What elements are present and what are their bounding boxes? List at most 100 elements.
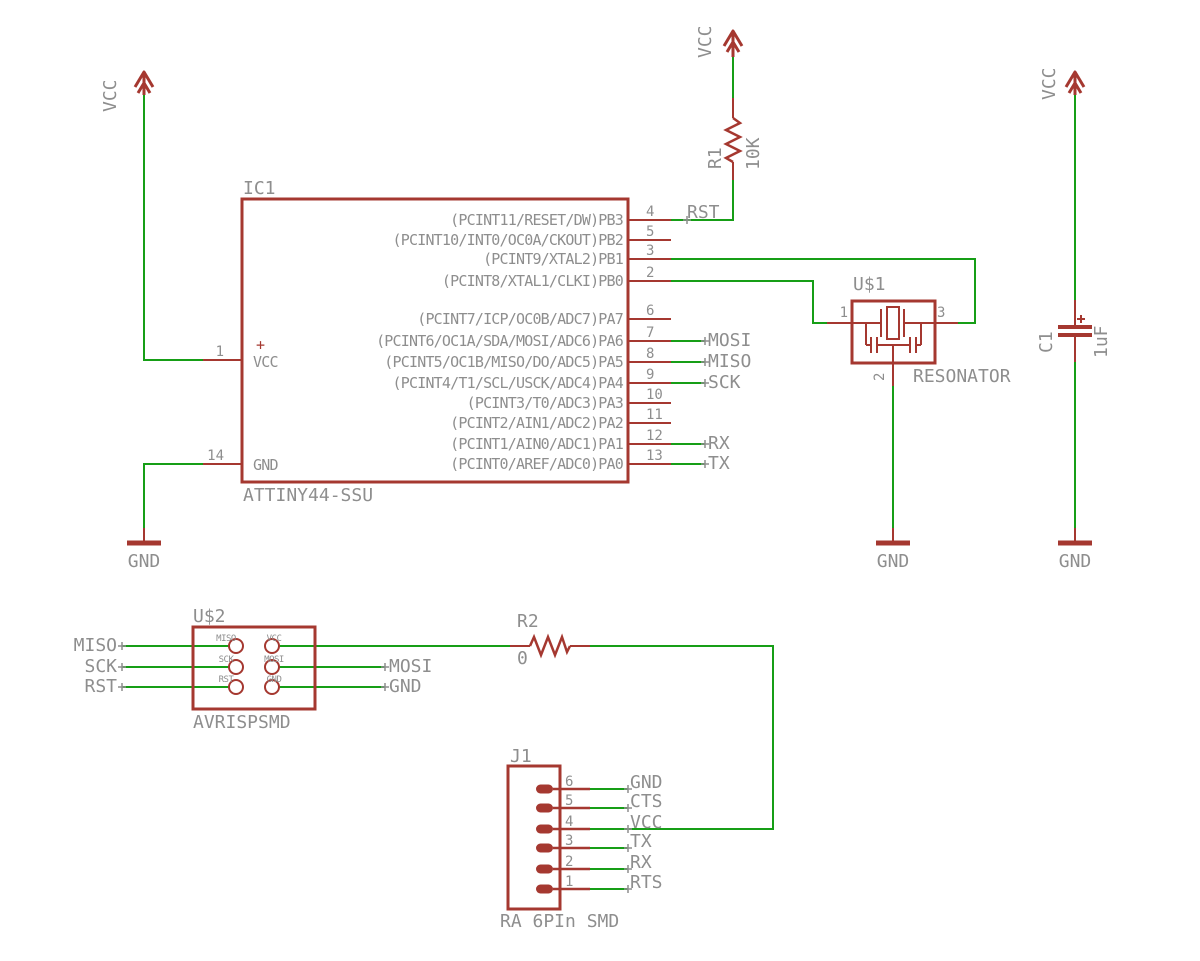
isp-body [191,625,317,711]
ic1-pin-number: 1 [216,344,224,360]
r2-zigzag [528,633,572,659]
power-symbols: VCC VCC VCC GND GND GND [100,25,1092,572]
net-label-sck-left: SCK [84,656,117,677]
isp-pad-label: MISO [216,634,236,644]
net-label-mosi-right: MOSI [389,656,432,677]
ic1-value: ATTINY44-SSU [243,485,373,506]
isp-pad-label: RST [219,675,235,685]
net-label-vcc: VCC [630,812,663,833]
r1-refdes: R1 [705,147,726,169]
ic1-pin-label: (PCINT7/ICP/OC0B/ADC7)PA7 [417,310,623,328]
resonator-refdes: U$1 [853,274,886,295]
ic1-pin-label: (PCINT4/T1/SCL/USCK/ADC4)PA4 [393,374,624,392]
ic1-refdes: IC1 [243,178,276,199]
vcc-label-left: VCC [100,79,121,112]
isp-pad-mosi [264,659,280,675]
resonator-pin-number: 1 [840,305,848,321]
ic1-pin-number: 12 [646,428,663,444]
ic1-pin-name-gnd: GND [253,456,278,474]
isp-pad-gnd [264,679,280,695]
component-r2: R2 0 [510,611,590,669]
ic1-pin-number: 6 [646,303,654,319]
vcc-arrow-left-icon [133,70,155,95]
ic1-pin-label: (PCINT2/AIN1/ADC2)PA2 [450,414,623,432]
net-label-sck: SCK [708,372,741,393]
ic1-pin-label: (PCINT3/T0/ADC3)PA3 [467,394,623,412]
ic1-pin-label: (PCINT8/XTAL1/CLKI)PB0 [442,272,624,290]
net-label-gnd: GND [630,772,663,793]
j1-pin-number: 3 [565,833,573,849]
net-label-tx: TX [630,831,652,852]
isp-value: AVRISPSMD [193,712,291,733]
j1-value: RA 6PIn SMD [500,911,619,932]
ic1-pin-label: (PCINT5/OC1B/MISO/DO/ADC5)PA5 [384,353,623,371]
c1-refdes: C1 [1036,331,1057,353]
gnd-label-right: GND [1059,551,1092,572]
net-label-rst: RST [687,202,720,223]
vcc-label-mid: VCC [695,25,716,58]
net-wires [118,57,1076,893]
r2-refdes: R2 [517,611,539,632]
ic1-pin-label: (PCINT6/OC1A/SDA/MOSI/ADC6)PA6 [376,332,624,350]
j1-pin-number: 1 [565,874,573,890]
j1-pad [536,824,553,834]
ic1-pin-number: 2 [646,265,654,281]
j1-pin-number: 4 [565,814,573,830]
ic1-pin-number: 10 [646,387,663,403]
ic1-pin-name-vcc: VCC [253,353,278,371]
component-isp-u2: U$2 AVRISPSMD MISO SCK RST VCC MOSI GND … [74,606,433,733]
resonator-leads [827,322,958,386]
net-label-mosi: MOSI [708,330,751,351]
net-label-rts: RTS [630,872,663,893]
ic1-pin-label: (PCINT11/RESET/DW)PB3 [450,211,623,229]
ic1-pin-number: 13 [646,448,663,464]
resonator-internal-caps [865,323,922,363]
net-label-tx: TX [708,453,730,474]
isp-refdes: U$2 [193,606,226,627]
j1-pad [536,803,553,813]
resonator-crystal [852,309,935,337]
vcc-arrow-mid-icon [722,29,744,57]
net-wire-segments [122,57,1076,890]
j1-pad [536,843,553,853]
vcc-arrow-right-icon [1064,70,1086,95]
component-ic1: IC1 ATTINY44-SSU 1 14 + VCC GND (PCINT11… [203,178,751,506]
ic1-pin-label: (PCINT1/AIN0/ADC1)PA1 [450,435,624,453]
resonator-pin-number: 3 [937,305,945,321]
j1-pad [536,884,553,894]
ic1-vcc-polarity: + [256,336,265,354]
resonator-crystal-body [886,306,900,340]
j1-refdes: J1 [510,746,532,767]
j1-pad [536,784,553,794]
net-label-rx: RX [630,852,652,873]
net-label-miso-left: MISO [74,635,117,656]
net-label-cts: CTS [630,791,663,812]
ic1-left-pin-leads [203,359,242,465]
component-resonator-u1: U$1 RESONATOR 1 3 2 [827,274,1011,387]
ic1-pin-number: 3 [646,243,654,259]
net-label-rx: RX [708,433,730,454]
ic1-pin-number: 4 [646,204,654,220]
r1-value: 10K [743,137,764,170]
isp-pad-rst [228,679,244,695]
net-label-miso: MISO [708,351,751,372]
ic1-pin-label: (PCINT0/AREF/ADC0)PA0 [450,455,624,473]
isp-pad-sck [228,659,244,675]
net-label-gnd-right: GND [389,676,422,697]
ic1-pin-number: 9 [646,367,654,383]
ic1-pin-number: 14 [207,448,224,464]
gnd-label-left: GND [128,551,161,572]
j1-pad [536,864,553,874]
resonator-pin-number: 2 [872,373,888,381]
net-label-rst-left: RST [84,676,117,697]
ic1-pin-number: 11 [646,407,663,423]
component-j1: J1 RA 6PIn SMD 6 5 4 3 2 1 GND CTS VCC T… [500,746,663,932]
isp-pad-vcc [264,638,280,654]
j1-body [506,764,562,911]
j1-pin-number: 2 [565,854,573,870]
isp-pad-miso [228,638,244,654]
isp-pad-label: VCC [267,634,282,644]
c1-plates [1058,325,1092,337]
